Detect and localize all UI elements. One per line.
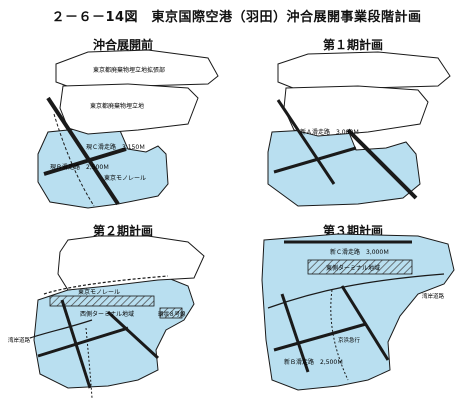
panel-title: 沖合展開前 <box>92 38 153 52</box>
runway-b <box>273 146 357 174</box>
label-runway-c-new: 新Ｃ滑走路 3,000Ｍ <box>330 248 389 256</box>
runway-a-new <box>106 310 160 360</box>
landfill <box>59 83 199 135</box>
runway-b <box>37 326 129 358</box>
label-ring8: 環状８号線 <box>158 310 186 318</box>
runway-b-new <box>273 322 367 352</box>
label-west-terminal: 西側ターミナル地域 <box>80 310 134 318</box>
bay-route-line <box>29 319 93 339</box>
panel-diagram: 東京都廃棄物埋立地拡張部 東京都廃棄物埋立地 現Ｃ滑走路 3,150Ｍ 現Ｂ滑走… <box>37 49 219 209</box>
east-terminal-hatch <box>307 259 413 275</box>
west-terminal-hatch <box>49 295 155 307</box>
label-monorail: 東京モノレール <box>78 288 120 296</box>
runway-a-new <box>346 128 418 200</box>
monorail-line <box>53 113 95 207</box>
label-runway-b: 現Ｂ滑走路 2,500Ｍ <box>50 163 109 171</box>
label-runway-b-new: 新Ｂ滑走路 2,500Ｍ <box>284 358 343 366</box>
runway-c <box>280 293 310 373</box>
panel-diagram: 東京モノレール 西側ターミナル地域 環状８号線 湾岸道路 <box>8 235 205 399</box>
keikyu-line <box>330 289 349 381</box>
panel-title: 第１期計画 <box>322 38 383 52</box>
land-north <box>57 235 205 291</box>
label-bay-route: 湾岸道路 <box>422 292 445 300</box>
keikyu-line <box>85 327 93 399</box>
label-monorail: 東京モノレール <box>104 174 146 182</box>
runway-c <box>46 96 120 206</box>
panel-diagram: 新Ａ滑走路 3,000Ｍ <box>267 51 451 207</box>
panel-phase-1: 第１期計画 新Ａ滑走路 3,000Ｍ <box>238 34 468 214</box>
label-landfill-north: 東京都廃棄物埋立地拡張部 <box>93 66 165 74</box>
figure-title: ２－６－14図 東京国際空港（羽田）沖合展開事業段階計画 <box>51 10 422 25</box>
label-landfill: 東京都廃棄物埋立地 <box>90 102 144 110</box>
label-bay-route: 湾岸道路 <box>8 336 31 344</box>
landfill-north <box>277 51 451 91</box>
label-runway-c: 現Ｃ滑走路 3,150Ｍ <box>86 143 145 151</box>
label-keikyu: 京浜急行 <box>338 336 361 344</box>
label-east-terminal: 東側ターミナル地域 <box>326 264 380 272</box>
panel-title: 第２期計画 <box>92 224 153 238</box>
runway-b <box>43 147 127 176</box>
panel-before-expansion: 沖合展開前 東京都廃棄物埋立地拡張部 東京都廃棄物埋立地 現Ｃ滑走路 3,150… <box>8 34 238 214</box>
panel-phase-3: 第３期計画 新Ｃ滑走路 3,000Ｍ 東側ターミナル地域 湾岸道路 京浜急行 新… <box>238 220 468 400</box>
panel-diagram: 新Ｃ滑走路 3,000Ｍ 東側ターミナル地域 湾岸道路 京浜急行 新Ｂ滑走路 2… <box>261 233 455 391</box>
panel-phase-2: 第２期計画 東京モノレール 西側ターミナル地域 環状８号線 湾岸道路 <box>8 220 238 400</box>
bay-route-line <box>267 273 445 309</box>
runway-c <box>276 99 336 185</box>
label-runway-a-new: 新Ａ滑走路 3,000Ｍ <box>300 128 359 136</box>
ring8-hatch <box>159 307 183 319</box>
